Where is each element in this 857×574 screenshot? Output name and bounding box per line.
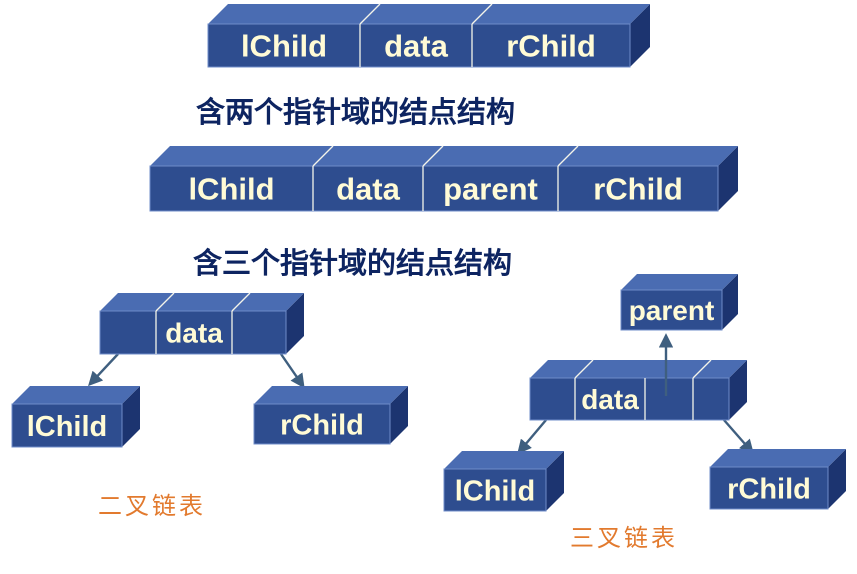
binary-right-child-box-front-face <box>253 403 391 445</box>
three-pointer-node-box-top-face <box>150 146 738 166</box>
trifurcate-parent-box: parent <box>620 274 738 331</box>
three-pointer-node-box-label-data: data <box>336 172 401 207</box>
three-pointer-node-box-label-rchild: rChild <box>593 172 683 207</box>
two-pointer-node-box-label-data: data <box>384 29 449 64</box>
trifurcate-right-child-box-side-face <box>828 449 846 509</box>
trifurcate-parent-box-front-face <box>620 289 723 331</box>
trifurcate-left-child-box-top-face <box>444 451 564 469</box>
binary-right-child-box-label-rchild: rChild <box>280 409 364 441</box>
trifurcate-right-edge <box>723 419 754 455</box>
trifurcate-node-box-label-data: data <box>581 384 639 415</box>
trifurcate-right-child-box-front-face <box>709 466 829 510</box>
two-pointer-node-box: lChild data rChild <box>207 3 650 68</box>
two-pointer-node-box-front-face <box>207 23 631 68</box>
trifurcate-node-box-top-divider <box>692 359 712 379</box>
binary-left-child-box-label-lchild: lChild <box>27 411 108 443</box>
trifurcate-left-child-box: lChild <box>443 451 564 512</box>
binary-right-edge <box>280 353 305 389</box>
two-pointer-node-box-top-divider <box>359 3 381 25</box>
trifurcate-parent-box-side-face <box>722 274 738 330</box>
binary-left-child-box-side-face <box>122 386 140 447</box>
three-pointer-node-box-side-face <box>718 146 738 211</box>
two-pointer-node-box-side-face <box>630 4 650 67</box>
binary-right-child-box-side-face <box>390 386 408 444</box>
binary-right-child-box-top-face <box>254 386 408 404</box>
binary-node-box-top-face <box>100 293 304 311</box>
trifurcate-linked-list-caption: 三叉链表 <box>570 524 678 552</box>
two-pointer-node-box-top-divider <box>471 3 493 25</box>
binary-node-box: data <box>99 292 304 355</box>
two-pointer-node-box-label-lchild: lChild <box>241 29 327 64</box>
binary-node-box-side-face <box>286 293 304 354</box>
binary-linked-list-caption: 二叉链表 <box>98 492 206 520</box>
three-pointer-node-box-top-divider <box>422 145 444 167</box>
binary-node-box-top-divider <box>155 292 175 312</box>
trifurcate-node-box-top-face <box>530 360 747 378</box>
binary-node-box-label-data: data <box>165 318 223 349</box>
binary-node-box-top-divider <box>231 292 251 312</box>
boxes-layer: lChild data rChild lChild data parent rChild da… <box>11 3 846 512</box>
three-pointer-node-box-label-parent: parent <box>443 172 538 207</box>
trifurcate-left-child-box-side-face <box>546 451 564 511</box>
three-pointer-node-box-top-divider <box>312 145 334 167</box>
binary-node-box-front-face <box>99 310 287 355</box>
trifurcate-right-child-box-label-rchild: rChild <box>727 473 811 505</box>
three-pointer-heading: 含三个指针域的结点结构 <box>193 246 513 280</box>
binary-left-child-box-top-face <box>12 386 140 404</box>
trifurcate-parent-box-top-face <box>621 274 738 290</box>
two-pointer-heading: 含两个指针域的结点结构 <box>196 95 516 129</box>
edges-layer <box>88 353 754 455</box>
two-pointer-node-box-top-face <box>208 4 650 24</box>
trifurcate-node-box-side-face <box>729 360 747 420</box>
binary-left-child-box-front-face <box>11 403 123 448</box>
two-pointer-node-box-label-rchild: rChild <box>506 29 596 64</box>
binary-left-child-box: lChild <box>11 386 140 448</box>
trifurcate-right-child-box: rChild <box>709 449 846 510</box>
three-pointer-node-box-front-face <box>149 165 719 212</box>
trifurcate-node-box-front-face <box>529 377 730 421</box>
binary-right-child-box: rChild <box>253 386 408 445</box>
trifurcate-node-box-top-divider <box>574 359 594 379</box>
trifurcate-left-child-box-front-face <box>443 468 547 512</box>
trifurcate-left-edge <box>517 419 547 455</box>
trifurcate-right-child-box-top-face <box>710 449 846 467</box>
trifurcate-node-box: data <box>529 359 747 421</box>
three-pointer-node-box-top-divider <box>557 145 579 167</box>
trifurcate-parent-box-label-parent: parent <box>629 295 715 326</box>
three-pointer-node-box-label-lchild: lChild <box>188 172 274 207</box>
three-pointer-node-box: lChild data parent rChild <box>149 145 738 212</box>
trifurcate-left-child-box-label-lchild: lChild <box>455 475 536 507</box>
binary-left-edge <box>88 353 119 387</box>
